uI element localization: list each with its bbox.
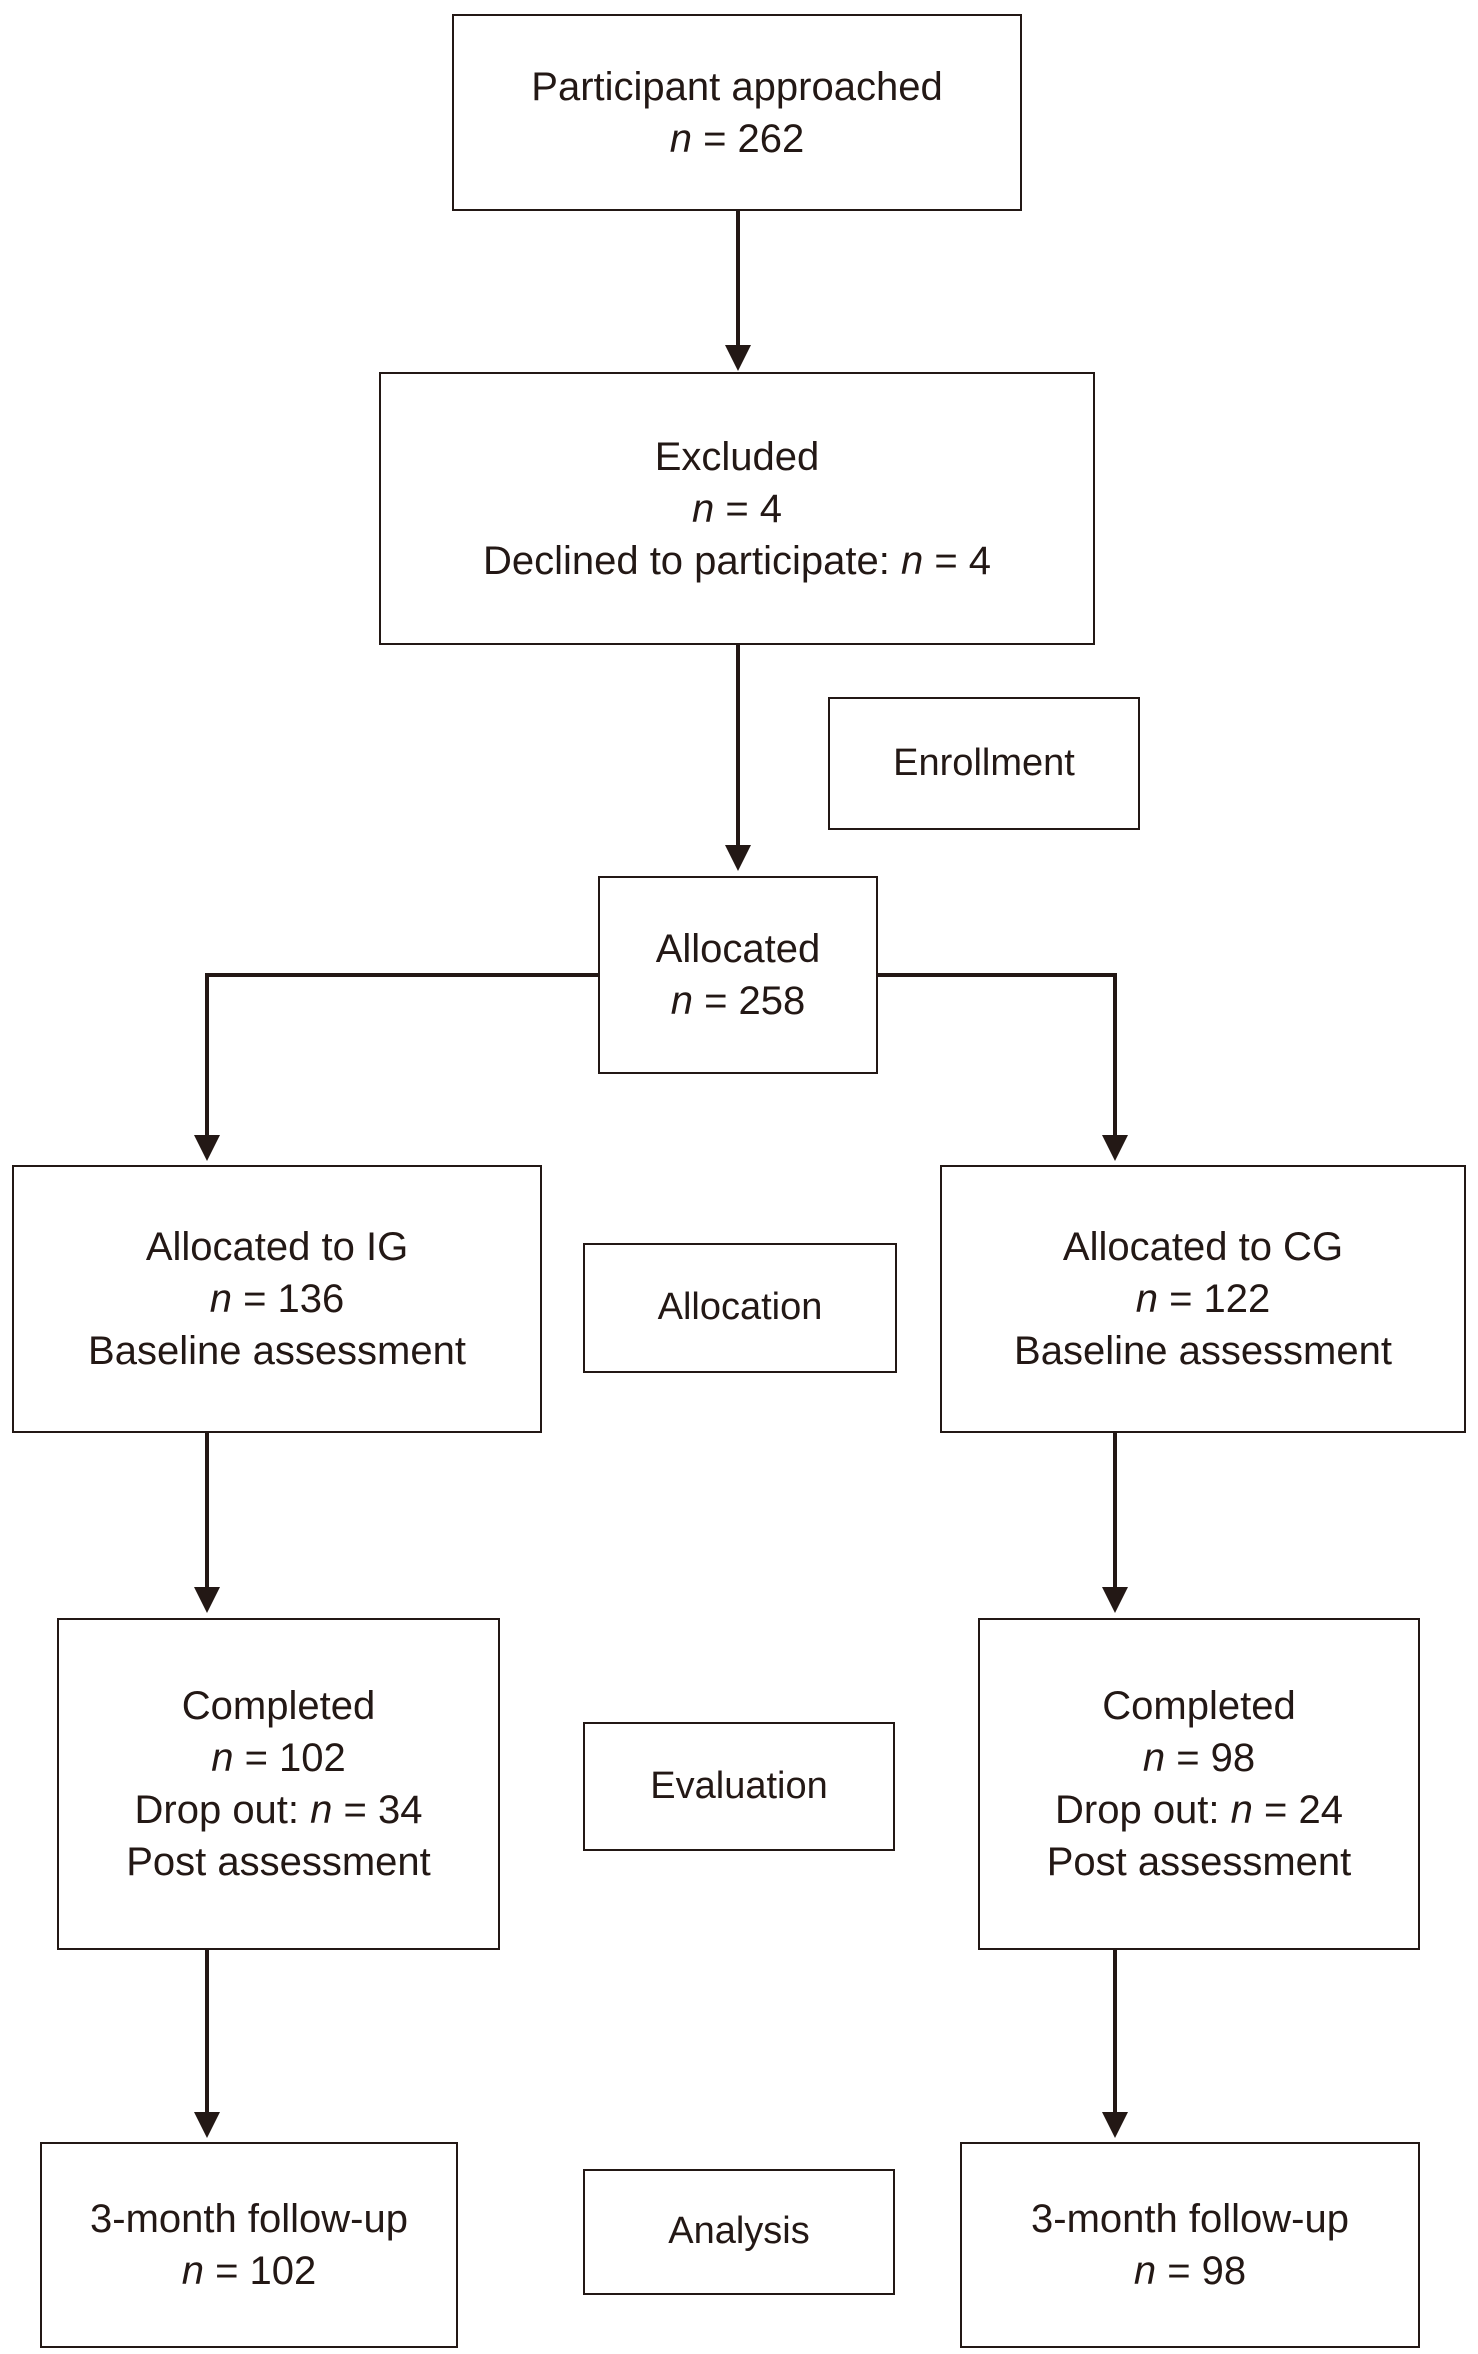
equals-sign: = xyxy=(692,979,739,1023)
n-value: 34 xyxy=(378,1788,423,1832)
n-value: 102 xyxy=(249,2249,317,2293)
arrowhead-ig-allocation-to-completed xyxy=(194,1587,220,1613)
node-completed-ig-note: Post assessment xyxy=(126,1840,431,1884)
reason-label: Declined to participate: xyxy=(482,538,901,583)
arrowhead-excluded-to-allocated xyxy=(725,845,751,871)
node-allocated-to-ig: Allocated to IG n = 136 Baseline assessm… xyxy=(12,1165,542,1433)
n-value: 102 xyxy=(279,1736,346,1780)
equals-sign: = xyxy=(332,1788,378,1832)
connector-approached-to-excluded xyxy=(736,211,740,351)
n-value: 262 xyxy=(737,116,805,161)
n-value: 258 xyxy=(738,979,806,1023)
node-completed-ig: Completed n = 102 Drop out: n = 34 Post … xyxy=(57,1618,500,1950)
n-symbol: n xyxy=(1133,2249,1157,2293)
equals-sign: = xyxy=(1156,2249,1202,2293)
node-followup-cg: 3-month follow-up n = 98 xyxy=(960,2142,1420,2348)
node-allocated-cg-label: Allocated to CG xyxy=(1062,1225,1344,1269)
stage-label-allocation: Allocation xyxy=(583,1243,897,1373)
equals-sign: = xyxy=(1252,1788,1299,1832)
dropout-label: Drop out: xyxy=(1055,1788,1231,1832)
n-symbol: n xyxy=(669,116,692,161)
connector-allocated-to-ig-horizontal xyxy=(205,973,600,977)
node-excluded: Excluded n = 4 Declined to participate: … xyxy=(379,372,1095,645)
n-symbol: n xyxy=(209,1277,232,1321)
stage-label-enrollment: Enrollment xyxy=(828,697,1140,830)
connector-allocated-to-cg-horizontal xyxy=(876,973,1117,977)
node-completed-cg-dropout: Drop out: n = 24 xyxy=(1055,1784,1343,1836)
arrowhead-allocated-to-cg xyxy=(1102,1135,1128,1161)
equals-sign: = xyxy=(233,1736,280,1780)
n-value: 98 xyxy=(1210,1736,1256,1780)
equals-sign: = xyxy=(203,2249,250,2293)
equals-sign: = xyxy=(691,116,738,161)
stage-label-analysis: Analysis xyxy=(583,2169,895,2295)
equals-sign: = xyxy=(714,486,760,531)
node-allocated-ig-note: Baseline assessment xyxy=(88,1329,466,1373)
node-completed-cg-count: n = 98 xyxy=(1143,1732,1255,1784)
n-value: 4 xyxy=(759,486,783,531)
n-value: 4 xyxy=(968,538,992,583)
n-symbol: n xyxy=(1135,1277,1158,1321)
n-value: 122 xyxy=(1203,1277,1271,1321)
node-excluded-label: Excluded xyxy=(654,434,820,479)
connector-excluded-to-allocated xyxy=(736,645,740,847)
connector-cg-completed-to-followup xyxy=(1113,1950,1117,2116)
node-allocated-ig-label: Allocated to IG xyxy=(145,1225,409,1269)
n-symbol: n xyxy=(310,1788,333,1832)
stage-evaluation-text: Evaluation xyxy=(650,1764,828,1807)
node-followup-ig: 3-month follow-up n = 102 xyxy=(40,2142,458,2348)
node-allocated-count: n = 258 xyxy=(671,975,806,1027)
equals-sign: = xyxy=(923,538,969,583)
node-followup-cg-label: 3-month follow-up xyxy=(1031,2197,1349,2241)
node-approached-count: n = 262 xyxy=(670,113,805,165)
stage-enrollment-text: Enrollment xyxy=(893,741,1075,784)
n-symbol: n xyxy=(211,1736,234,1780)
node-followup-ig-count: n = 102 xyxy=(182,2245,317,2297)
n-symbol: n xyxy=(670,979,693,1023)
n-symbol: n xyxy=(691,486,715,531)
node-completed-cg: Completed n = 98 Drop out: n = 24 Post a… xyxy=(978,1618,1420,1950)
node-allocated-ig-count: n = 136 xyxy=(210,1273,345,1325)
node-allocated-label: Allocated xyxy=(655,927,821,971)
node-allocated-to-cg: Allocated to CG n = 122 Baseline assessm… xyxy=(940,1165,1466,1433)
n-value: 136 xyxy=(277,1277,345,1321)
arrowhead-allocated-to-ig xyxy=(194,1135,220,1161)
node-allocated-cg-count: n = 122 xyxy=(1136,1273,1271,1325)
node-allocated: Allocated n = 258 xyxy=(598,876,878,1074)
equals-sign: = xyxy=(231,1277,278,1321)
n-symbol: n xyxy=(900,538,924,583)
connector-cg-allocation-to-completed xyxy=(1113,1433,1117,1589)
node-excluded-count: n = 4 xyxy=(692,483,782,535)
n-value: 24 xyxy=(1298,1788,1344,1832)
stage-label-evaluation: Evaluation xyxy=(583,1722,895,1851)
arrowhead-ig-completed-to-followup xyxy=(194,2112,220,2138)
connector-ig-completed-to-followup xyxy=(205,1950,209,2116)
node-followup-cg-count: n = 98 xyxy=(1134,2245,1246,2297)
n-symbol: n xyxy=(181,2249,204,2293)
stage-analysis-text: Analysis xyxy=(668,2210,810,2253)
stage-allocation-text: Allocation xyxy=(657,1286,823,1329)
n-symbol: n xyxy=(1142,1736,1166,1780)
connector-ig-allocation-to-completed xyxy=(205,1433,209,1589)
node-approached-label: Participant approached xyxy=(531,64,943,109)
node-excluded-reason: Declined to participate: n = 4 xyxy=(483,535,991,587)
dropout-label: Drop out: xyxy=(134,1788,311,1832)
node-completed-ig-label: Completed xyxy=(181,1684,376,1728)
node-completed-ig-dropout: Drop out: n = 34 xyxy=(135,1784,423,1836)
connector-allocated-to-cg-vertical xyxy=(1113,973,1117,1139)
node-completed-cg-note: Post assessment xyxy=(1046,1840,1352,1884)
arrowhead-cg-allocation-to-completed xyxy=(1102,1587,1128,1613)
equals-sign: = xyxy=(1157,1277,1204,1321)
node-allocated-cg-note: Baseline assessment xyxy=(1014,1329,1392,1373)
connector-allocated-to-ig-vertical xyxy=(205,973,209,1139)
n-symbol: n xyxy=(1230,1788,1253,1832)
arrowhead-approached-to-excluded xyxy=(725,345,751,371)
arrowhead-cg-completed-to-followup xyxy=(1102,2112,1128,2138)
node-participant-approached: Participant approached n = 262 xyxy=(452,14,1022,211)
node-followup-ig-label: 3-month follow-up xyxy=(90,2197,408,2241)
n-value: 98 xyxy=(1201,2249,1247,2293)
node-completed-cg-label: Completed xyxy=(1102,1684,1296,1728)
node-completed-ig-count: n = 102 xyxy=(211,1732,346,1784)
equals-sign: = xyxy=(1165,1736,1211,1780)
